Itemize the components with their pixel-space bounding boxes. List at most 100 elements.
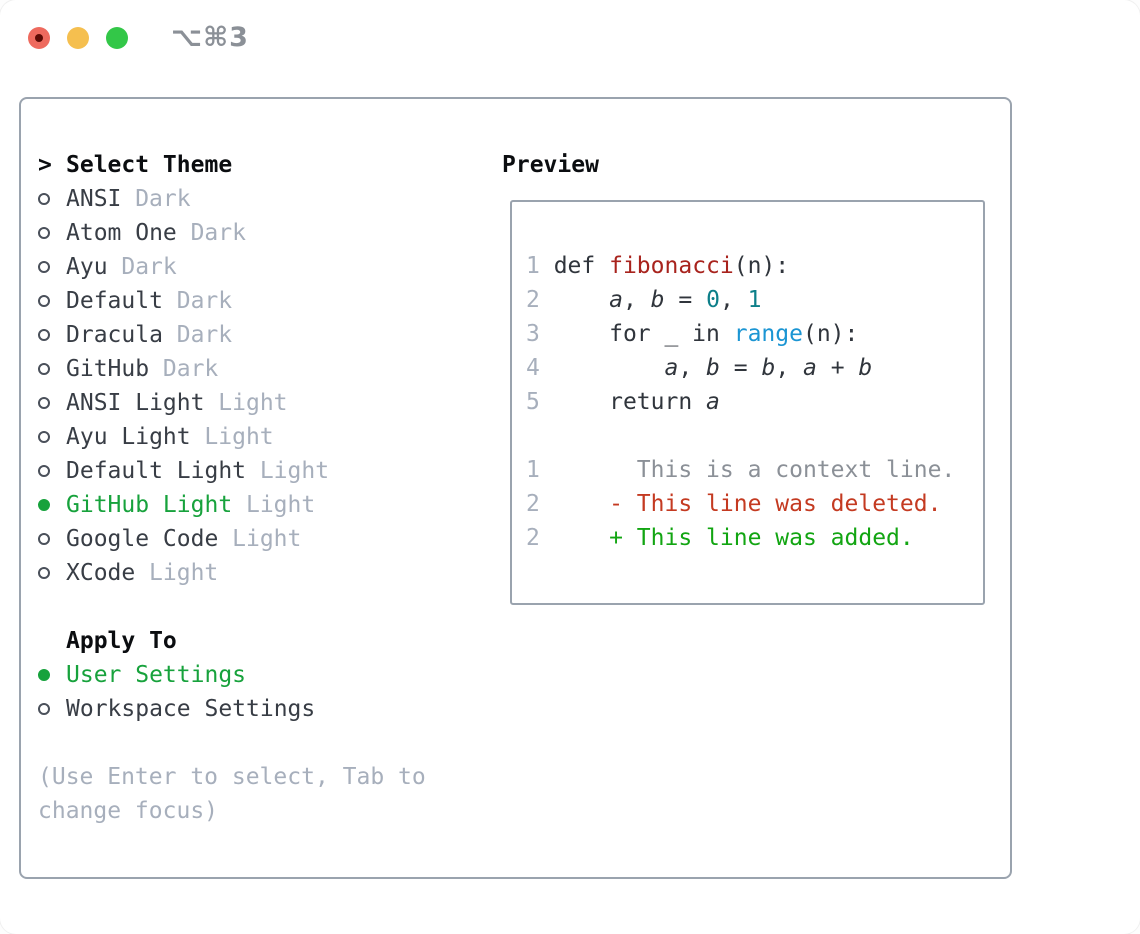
radio-icon [38, 261, 50, 273]
theme-option[interactable]: Google Code Light [38, 522, 502, 556]
theme-option[interactable]: Ayu Light Light [38, 420, 502, 454]
variant-tag: Dark [121, 254, 177, 280]
keyboard-hint: (Use Enter to select, Tab to change focu… [38, 764, 426, 824]
code-token: 1 [747, 287, 762, 313]
code-token: , [678, 355, 707, 381]
minimize-button[interactable] [67, 26, 89, 49]
option-label: Default [66, 288, 163, 314]
select-theme-header: > Select Theme [38, 148, 502, 182]
option-label: Workspace Settings [66, 696, 316, 722]
radio-icon [38, 329, 50, 341]
code-token: 0 [706, 287, 720, 313]
blank-line [526, 419, 983, 453]
code-token: , [622, 287, 651, 313]
variant-tag: Light [204, 424, 274, 450]
variant-tag: Dark [176, 322, 233, 348]
line-number: 1 [526, 457, 540, 483]
code-line: 4 a, b = b, a + b [526, 351, 983, 385]
option-label: Google Code [66, 526, 219, 552]
code-token: fibonacci [609, 253, 734, 279]
radio-icon [38, 567, 50, 579]
option-label: Ayu Light [66, 424, 191, 450]
line-number: 2 [526, 491, 540, 517]
preview-header: Preview [502, 152, 599, 178]
spacer [38, 726, 502, 760]
variant-tag: Light [232, 526, 302, 552]
unsaved-indicator-dot [35, 33, 43, 42]
line-number: 3 [526, 321, 540, 347]
code-token: a [664, 355, 679, 381]
code-token: a [803, 355, 817, 381]
line-number: 2 [526, 525, 540, 551]
theme-option[interactable]: Default Light Light [38, 454, 502, 488]
code-token: (n): [802, 321, 859, 347]
code-line: 2 a, b = 0, 1 [526, 283, 983, 317]
radio-selected-icon [38, 669, 50, 681]
theme-option[interactable]: Default Dark [38, 284, 502, 318]
code-token: + [816, 355, 859, 381]
variant-tag: Light [218, 390, 288, 416]
code-token: , [719, 287, 748, 313]
code-token: This is a context line. [539, 457, 956, 483]
code-line: 3 for _ in range(n): [526, 317, 983, 351]
zoom-button[interactable] [106, 26, 128, 49]
code-token: b [706, 355, 720, 381]
theme-option[interactable]: ANSI Dark [38, 182, 502, 216]
option-label: Default Light [66, 458, 247, 484]
variant-tag: Light [245, 492, 316, 518]
option-label: Ayu [66, 254, 108, 280]
titlebar: ⌥⌘3 [0, 0, 1140, 75]
code-token: , [775, 355, 804, 381]
variant-tag: Light [259, 458, 330, 484]
apply-to-header: Apply To [66, 628, 177, 654]
close-button[interactable] [28, 26, 50, 49]
code-token [540, 525, 609, 551]
code-token [540, 491, 609, 517]
code-token: = [719, 355, 762, 381]
variant-tag: Dark [176, 288, 233, 314]
code-token: a [706, 389, 720, 415]
theme-option[interactable]: Dracula Dark [38, 318, 502, 352]
variant-tag: Dark [135, 186, 191, 212]
line-number: 5 [526, 389, 540, 415]
code-line: 1 This is a context line. [526, 453, 983, 487]
radio-icon [38, 295, 50, 307]
option-label: Dracula [66, 322, 163, 348]
option-label: Atom One [66, 220, 177, 246]
option-label: ANSI [66, 186, 122, 212]
code-line: 5 return a [526, 385, 983, 419]
option-label: XCode [66, 560, 136, 586]
radio-icon [38, 397, 50, 409]
spacer [38, 590, 502, 624]
code-token: b [858, 355, 873, 381]
line-number: 4 [526, 355, 540, 381]
option-label: User Settings [66, 662, 247, 688]
apply-to-option[interactable]: Workspace Settings [38, 692, 502, 726]
code-token: range [733, 321, 803, 347]
option-label: GitHub [66, 356, 150, 382]
radio-icon [38, 431, 50, 443]
window-title: ⌥⌘3 [171, 22, 249, 53]
radio-icon [38, 465, 50, 477]
code-token: a [609, 287, 623, 313]
code-token: (n): [733, 253, 790, 279]
theme-option[interactable]: Ayu Dark [38, 250, 502, 284]
radio-icon [38, 227, 50, 239]
code-token: b [761, 355, 776, 381]
preview-column: Preview 1 def fibonacci(n):2 a, b = 0, 1… [502, 148, 985, 828]
line-number: 2 [526, 287, 540, 313]
pointer-icon: > [38, 152, 52, 178]
code-line: 2 + This line was added. [526, 521, 983, 555]
apply-to-option[interactable]: User Settings [38, 658, 502, 692]
radio-icon [38, 703, 50, 715]
